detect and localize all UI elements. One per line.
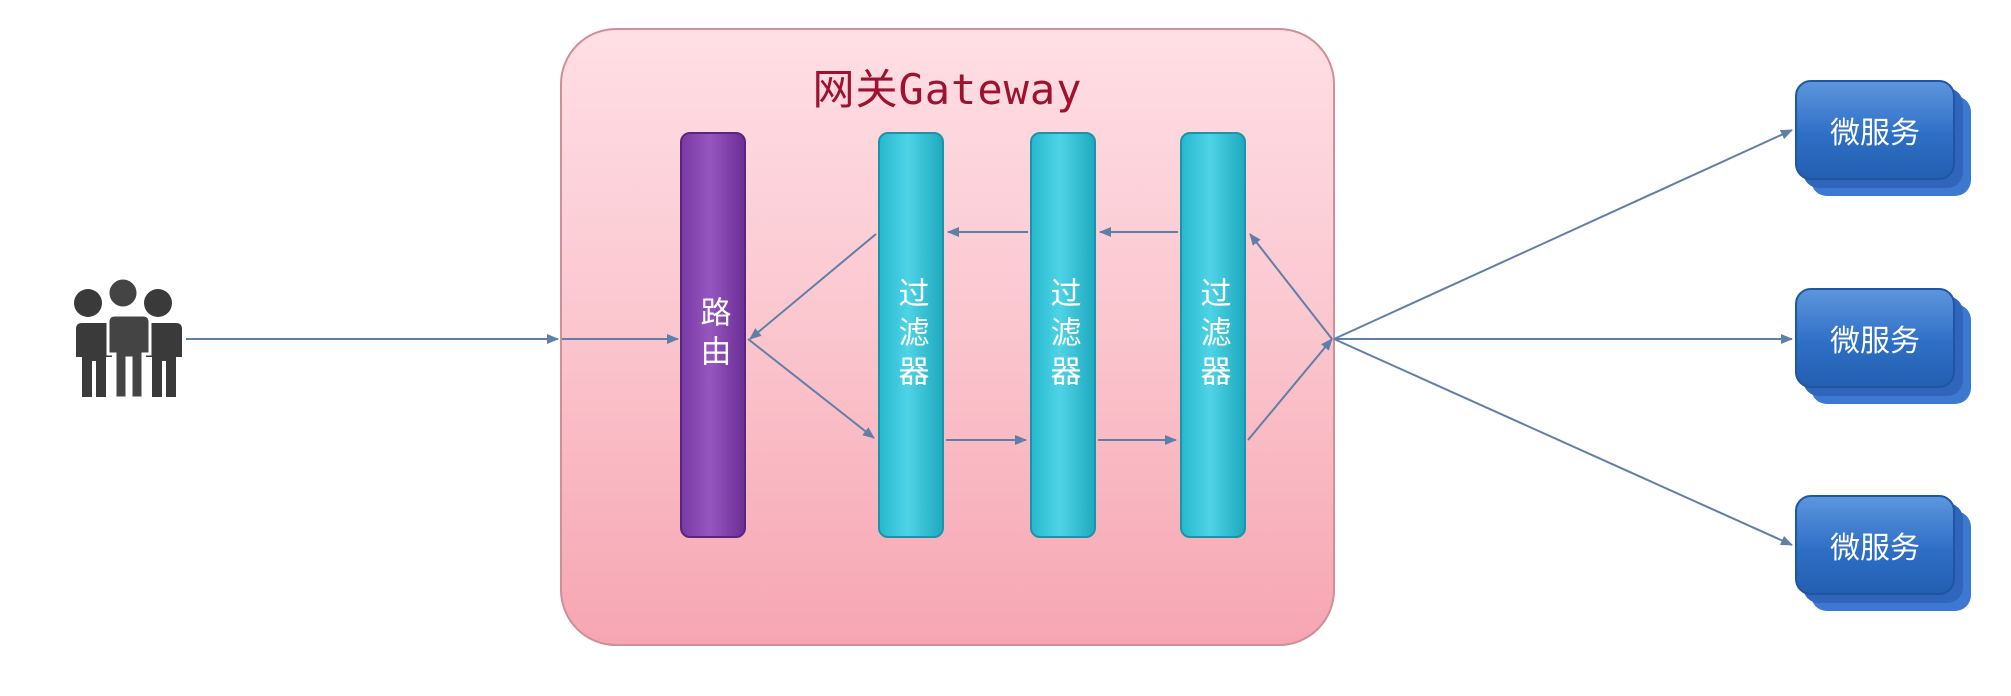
microservice-node-1: 微服务	[1795, 80, 1971, 198]
edge-hub-to-service1	[1333, 129, 1793, 340]
filter-label-3: 过滤器	[1194, 276, 1231, 394]
filter-block-1: 过滤器	[878, 132, 944, 538]
microservice-label-3: 微服务	[1795, 495, 1955, 595]
microservice-node-3: 微服务	[1795, 495, 1971, 613]
microservice-node-2: 微服务	[1795, 288, 1971, 406]
microservice-label-1: 微服务	[1795, 80, 1955, 180]
filter-label-1: 过滤器	[892, 276, 929, 394]
filter-label-2: 过滤器	[1044, 276, 1081, 394]
users-icon	[64, 275, 182, 400]
filter-block-3: 过滤器	[1180, 132, 1246, 538]
microservice-label-2: 微服务	[1795, 288, 1955, 388]
gateway-title: 网关Gateway	[812, 65, 1083, 114]
edge-hub-to-service3	[1333, 338, 1793, 546]
filter-block-2: 过滤器	[1030, 132, 1096, 538]
route-block: 路由	[680, 132, 746, 538]
route-label: 路由	[694, 296, 731, 374]
